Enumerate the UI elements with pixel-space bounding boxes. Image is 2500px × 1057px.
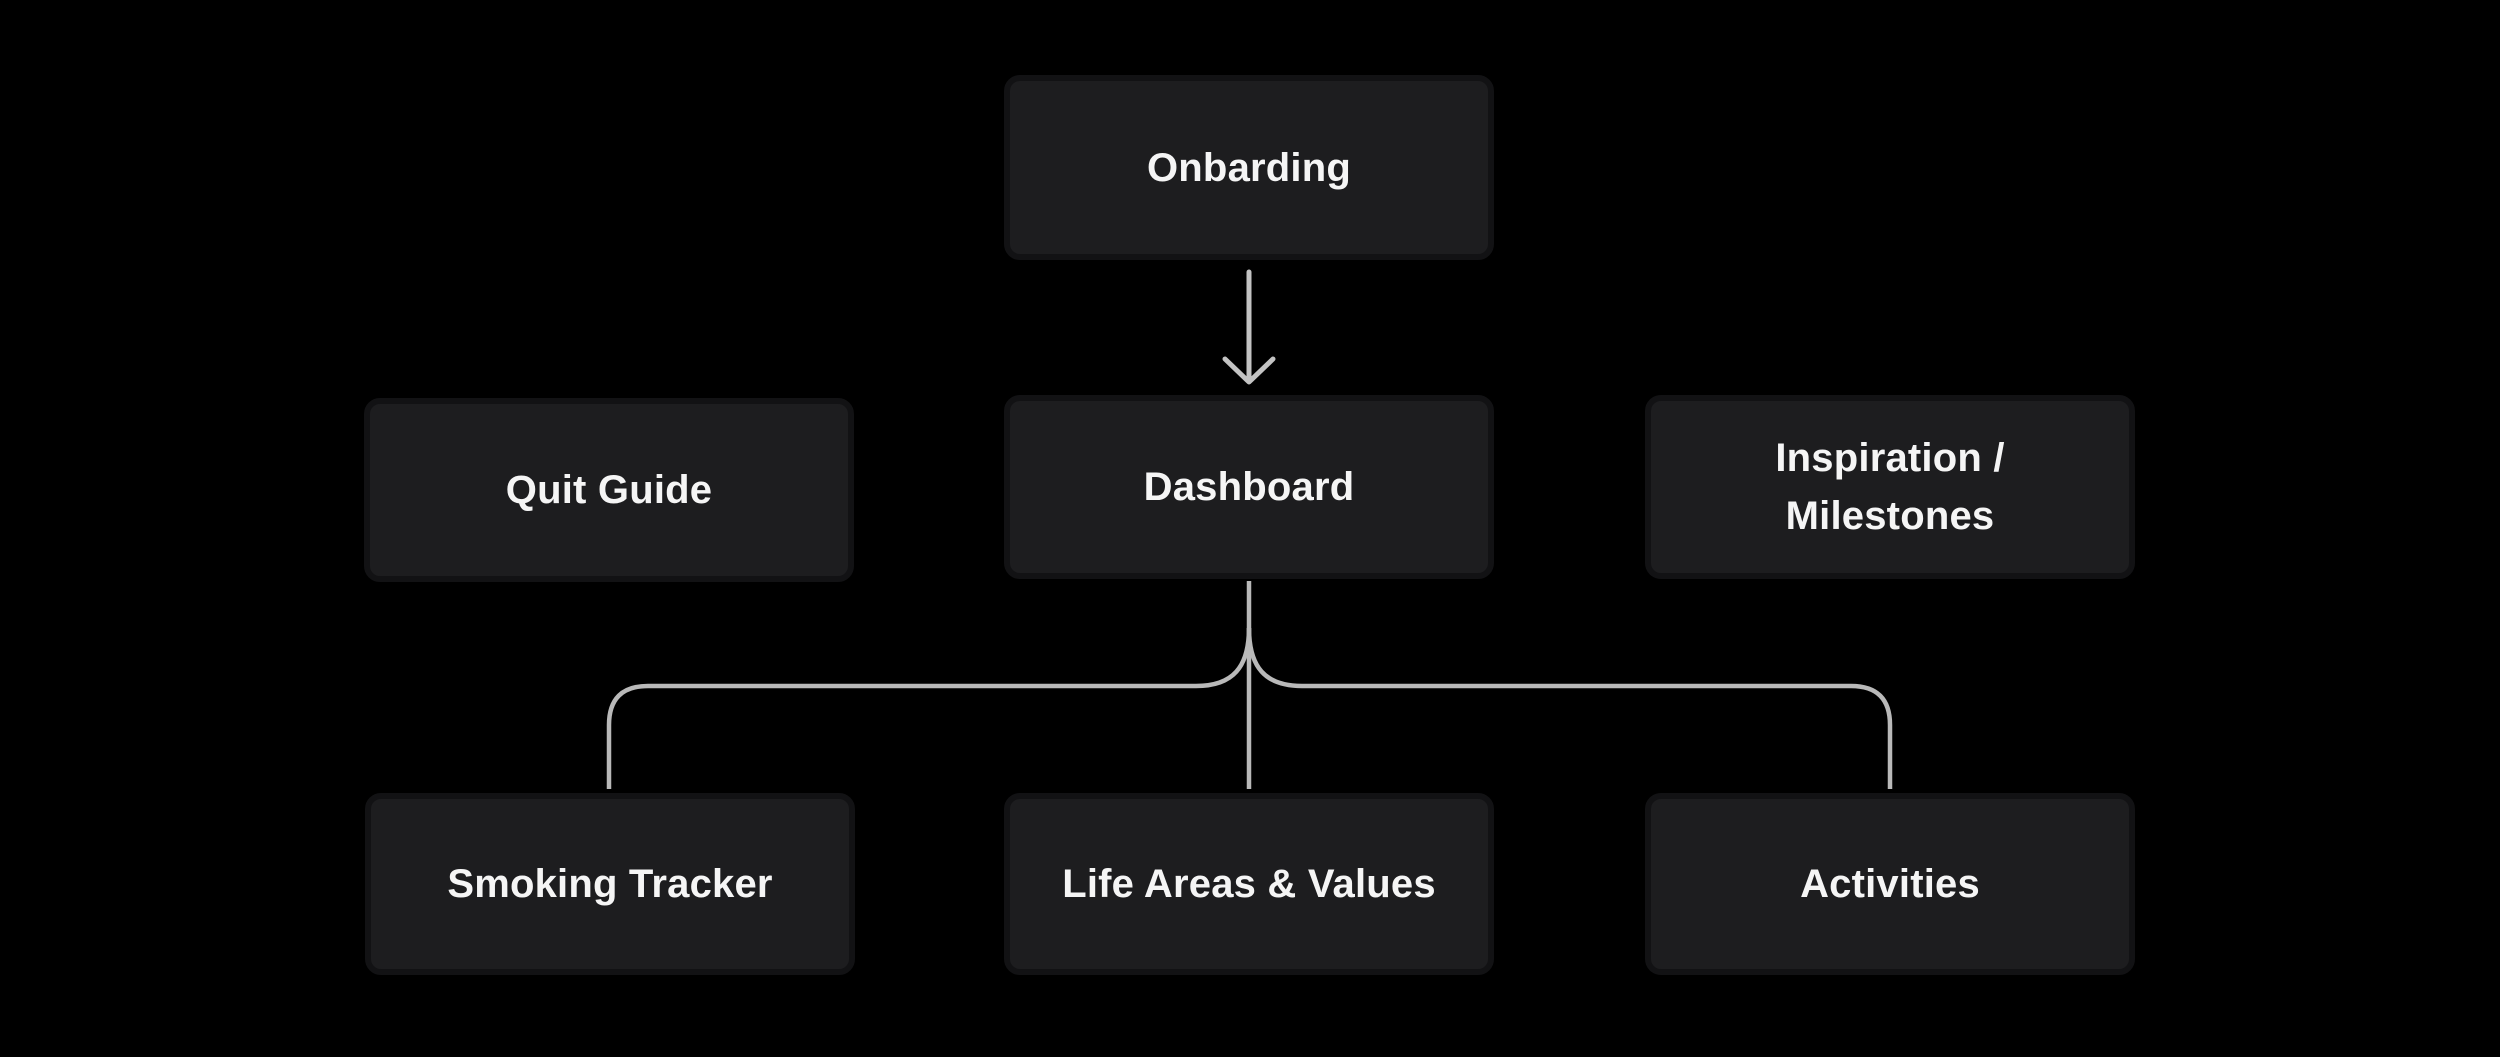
node-dashboard-label: Dashboard: [1143, 465, 1355, 509]
node-dashboard[interactable]: Dashboard: [1004, 395, 1494, 579]
edge-onboarding-dashboard: [1222, 269, 1276, 385]
node-life-areas-values-label: Life Areas & Values: [1062, 862, 1436, 906]
node-activities-label: Activities: [1800, 862, 1980, 906]
node-onboarding-label: Onbarding: [1146, 145, 1351, 190]
edge-dashboard-smoking-tracker: [606, 627, 1252, 789]
node-inspiration-milestones-label: Inspiration / Milestones: [1775, 436, 2005, 538]
arrowhead-down-icon: [1222, 356, 1276, 385]
node-smoking-tracker-label: Smoking Tracker: [447, 862, 773, 906]
node-smoking-tracker[interactable]: Smoking Tracker: [365, 793, 855, 975]
node-life-areas-values[interactable]: Life Areas & Values: [1004, 793, 1494, 975]
node-quit-guide-label: Quit Guide: [505, 468, 713, 512]
node-inspiration-milestones[interactable]: Inspiration / Milestones: [1645, 395, 2135, 579]
edge-dashboard-activities: [1246, 627, 1893, 789]
node-quit-guide[interactable]: Quit Guide: [364, 398, 854, 582]
node-activities[interactable]: Activities: [1645, 793, 2135, 975]
node-onboarding[interactable]: Onbarding: [1004, 75, 1494, 260]
